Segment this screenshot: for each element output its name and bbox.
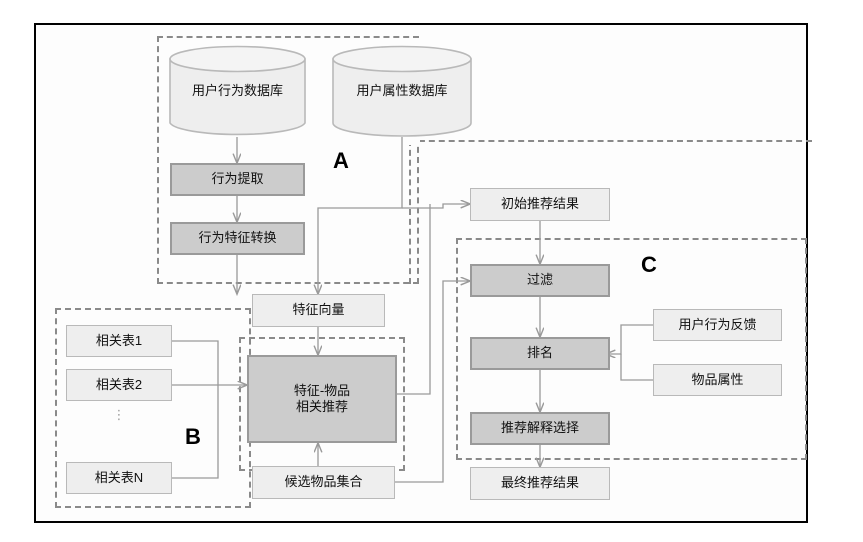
node-filter[interactable]: 过滤 — [470, 264, 610, 297]
node-user-behavior-feedback[interactable]: 用户行为反馈 — [653, 309, 782, 341]
node-final-result-label: 最终推荐结果 — [500, 475, 579, 491]
node-feature-item-recommend-label: 特征-物品 相关推荐 — [293, 382, 351, 414]
node-candidate-item-set-label: 候选物品集合 — [284, 474, 363, 490]
node-behavior-feature-transform-label: 行为特征转换 — [198, 230, 277, 246]
node-user-profile-db[interactable]: 用户属性数据库 — [331, 45, 473, 137]
node-relation-table-n-label: 相关表N — [94, 469, 144, 485]
node-behavior-feature-transform[interactable]: 行为特征转换 — [170, 222, 305, 255]
node-feature-item-recommend[interactable]: 特征-物品 相关推荐 — [247, 355, 397, 443]
node-relation-table-1-label: 相关表1 — [95, 332, 143, 348]
node-ranking-label: 排名 — [526, 345, 553, 361]
group-a-boundary — [157, 36, 419, 284]
node-relation-table-n[interactable]: 相关表N — [66, 462, 172, 494]
node-relation-table-2-label: 相关表2 — [95, 376, 143, 392]
node-relation-table-1[interactable]: 相关表1 — [66, 325, 172, 357]
node-initial-result-label: 初始推荐结果 — [500, 196, 579, 212]
node-item-attribute-label: 物品属性 — [691, 371, 744, 387]
node-filter-label: 过滤 — [526, 272, 553, 288]
group-a-join-mask — [398, 140, 420, 145]
node-ranking[interactable]: 排名 — [470, 337, 610, 370]
node-user-profile-db-label: 用户属性数据库 — [356, 82, 448, 98]
node-behavior-extract-label: 行为提取 — [211, 171, 264, 187]
node-relation-table-2[interactable]: 相关表2 — [66, 369, 172, 401]
node-final-result[interactable]: 最终推荐结果 — [470, 467, 610, 500]
relation-table-ellipsis: ⋮ — [112, 407, 126, 422]
node-item-attribute[interactable]: 物品属性 — [653, 364, 782, 396]
node-user-behavior-feedback-label: 用户行为反馈 — [678, 316, 757, 332]
node-user-behavior-db-label: 用户行为数据库 — [191, 82, 283, 98]
node-candidate-item-set[interactable]: 候选物品集合 — [252, 466, 395, 499]
group-b-label: B — [185, 424, 201, 449]
node-recommend-explain-select[interactable]: 推荐解释选择 — [470, 412, 610, 445]
node-recommend-explain-select-label: 推荐解释选择 — [500, 420, 579, 436]
node-feature-vector[interactable]: 特征向量 — [252, 294, 385, 327]
cylinder-shape-behavior — [169, 45, 306, 136]
group-c-label: C — [641, 252, 657, 277]
node-user-behavior-db[interactable]: 用户行为数据库 — [168, 45, 307, 137]
node-initial-result[interactable]: 初始推荐结果 — [470, 188, 610, 221]
node-behavior-extract[interactable]: 行为提取 — [170, 163, 305, 196]
group-a-label: A — [333, 148, 349, 173]
node-feature-vector-label: 特征向量 — [292, 302, 345, 318]
cylinder-shape-profile — [332, 45, 472, 137]
